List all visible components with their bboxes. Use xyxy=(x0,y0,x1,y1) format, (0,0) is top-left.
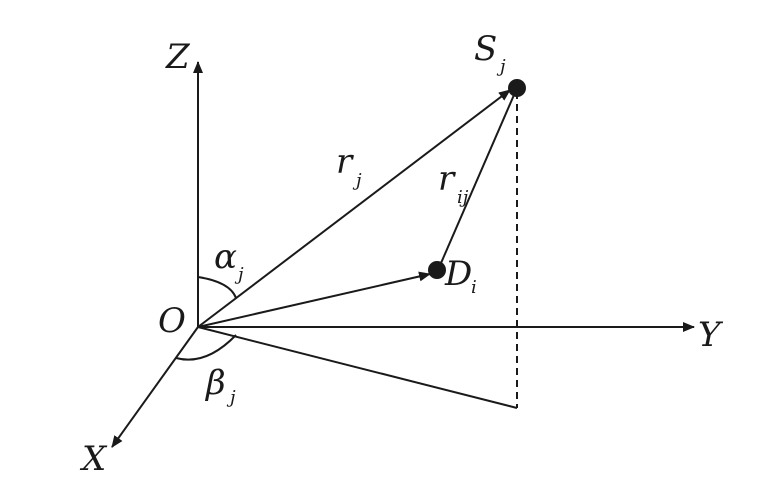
alpha-subscript: j xyxy=(234,264,244,285)
vector-r-ij xyxy=(437,87,518,271)
alpha-label: α xyxy=(214,237,237,277)
z-axis-label: Z xyxy=(165,37,191,77)
vector-to-detector xyxy=(197,271,431,328)
beta-angle-arc xyxy=(175,334,237,361)
x-axis-label: X xyxy=(79,439,108,479)
y-axis-label: Y xyxy=(698,315,724,355)
origin-label: O xyxy=(158,301,186,341)
source-label: S xyxy=(474,29,497,69)
projection-line xyxy=(197,326,518,409)
r-ij-label: r xyxy=(438,159,456,199)
beta-subscript: j xyxy=(226,387,236,408)
vector-r-j xyxy=(197,89,511,328)
x-axis xyxy=(111,326,199,448)
detector-subscript: i xyxy=(471,277,477,298)
detector-point xyxy=(428,261,446,279)
detector-label: D xyxy=(444,254,472,294)
r-ij-subscript: ij xyxy=(457,187,469,208)
r-j-subscript: j xyxy=(352,170,362,191)
alpha-angle-arc xyxy=(197,276,237,299)
r-j-label: r xyxy=(336,142,354,182)
beta-label: β xyxy=(204,363,226,403)
source-point xyxy=(508,79,526,97)
source-subscript: j xyxy=(496,56,506,77)
